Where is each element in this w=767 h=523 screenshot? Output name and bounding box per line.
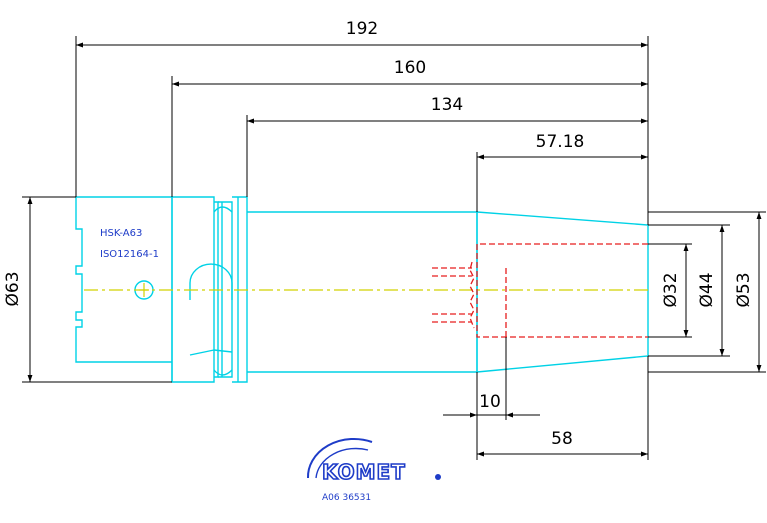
dim-dia-44: Ø44 [697, 272, 717, 307]
dim-dia-32: Ø32 [661, 272, 681, 307]
hidden-bore [432, 243, 648, 338]
dim-dia-53: Ø53 [734, 272, 754, 307]
drive-slot [189, 263, 233, 300]
dim-dia-63: Ø63 [3, 271, 23, 306]
logo-arc-outer [306, 438, 373, 479]
standard-label: ISO12164-1 [100, 249, 159, 260]
dim-58: 58 [551, 429, 573, 449]
dim-160: 160 [394, 58, 426, 78]
article-number: A06 36531 [322, 493, 371, 503]
logo-brand: KOMET [322, 460, 406, 484]
shrink-nose [476, 211, 649, 373]
dim-57-18: 57.18 [536, 132, 585, 152]
body-cylinder [247, 211, 478, 373]
dim-134: 134 [431, 95, 463, 115]
hsk-shank [75, 196, 172, 363]
interface-label: HSK-A63 [100, 228, 142, 239]
komet-logo: KOMET A06 36531 [306, 438, 441, 503]
logo-arc-inner [315, 447, 369, 479]
dim-192: 192 [346, 19, 378, 39]
dimension-lines [22, 36, 766, 460]
dim-10: 10 [479, 392, 501, 412]
logo-dot-icon [435, 474, 441, 480]
